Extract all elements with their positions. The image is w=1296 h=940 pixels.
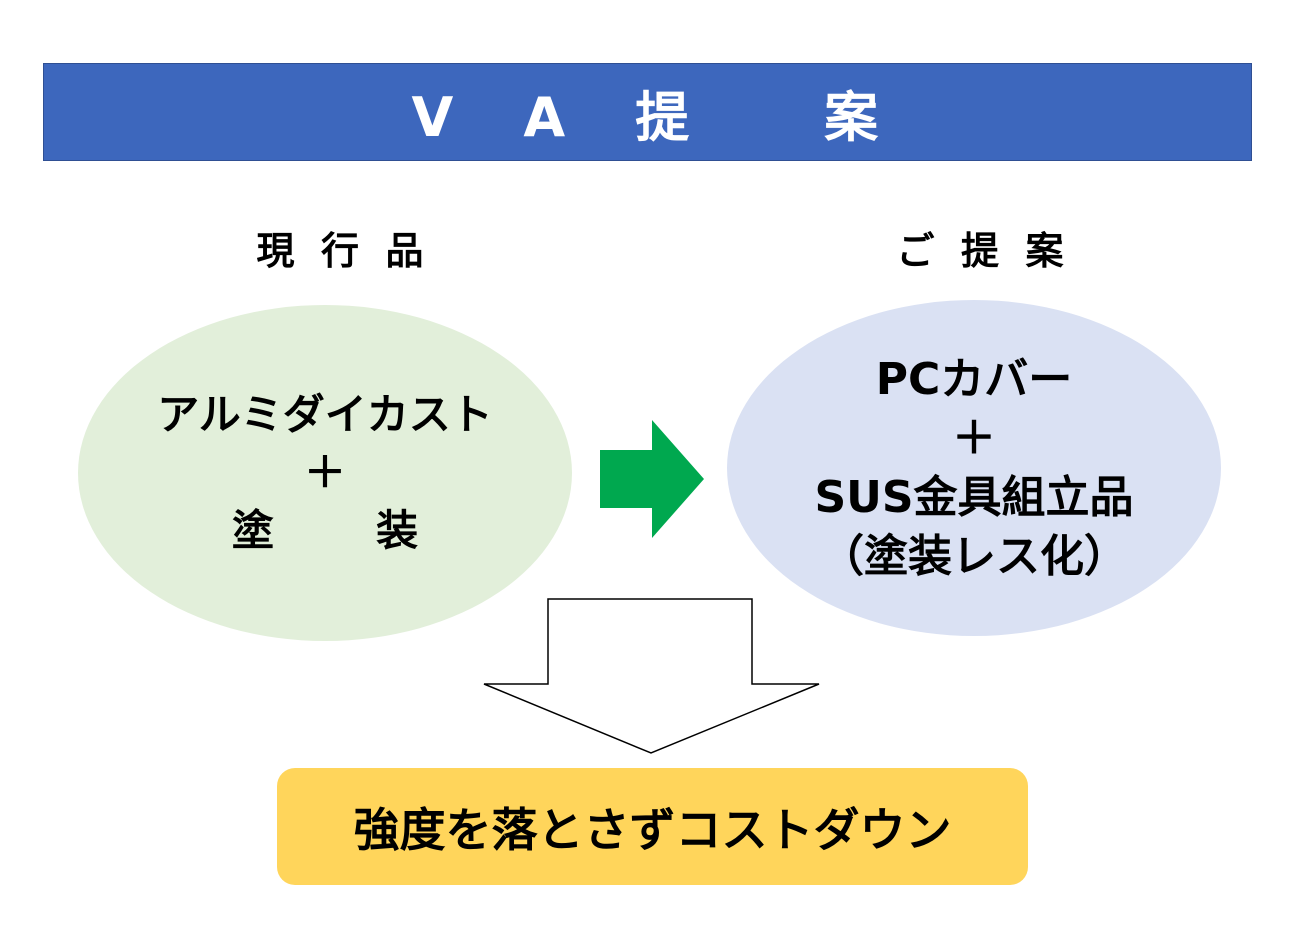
current-product-heading: 現 行 品: [256, 229, 424, 273]
result-box: 強度を落とさずコストダウン: [277, 768, 1028, 885]
title-banner: V A 提 案: [43, 63, 1252, 161]
proposal-line-plus: ＋: [952, 413, 996, 464]
proposal-line-assembly: SUS金具組立品: [814, 472, 1134, 523]
result-text: 強度を落とさずコストダウン: [353, 802, 952, 857]
right-arrow-icon: [600, 420, 704, 538]
proposal-ellipse: PCカバー ＋ SUS金具組立品 （塗装レス化）: [727, 300, 1221, 636]
current-product-ellipse: アルミダイカスト ＋ 塗 装: [78, 305, 572, 641]
current-line-plus: ＋: [303, 448, 346, 497]
current-line-material: アルミダイカスト: [157, 390, 493, 439]
proposal-line-no-coating: （塗装レス化）: [820, 531, 1128, 582]
down-arrow-icon: [483, 598, 820, 754]
proposal-heading: ご 提 案: [896, 229, 1064, 273]
banner-title: V A 提 案: [411, 85, 884, 149]
proposal-line-cover: PCカバー: [875, 354, 1073, 405]
current-line-coating: 塗 装: [231, 506, 419, 555]
